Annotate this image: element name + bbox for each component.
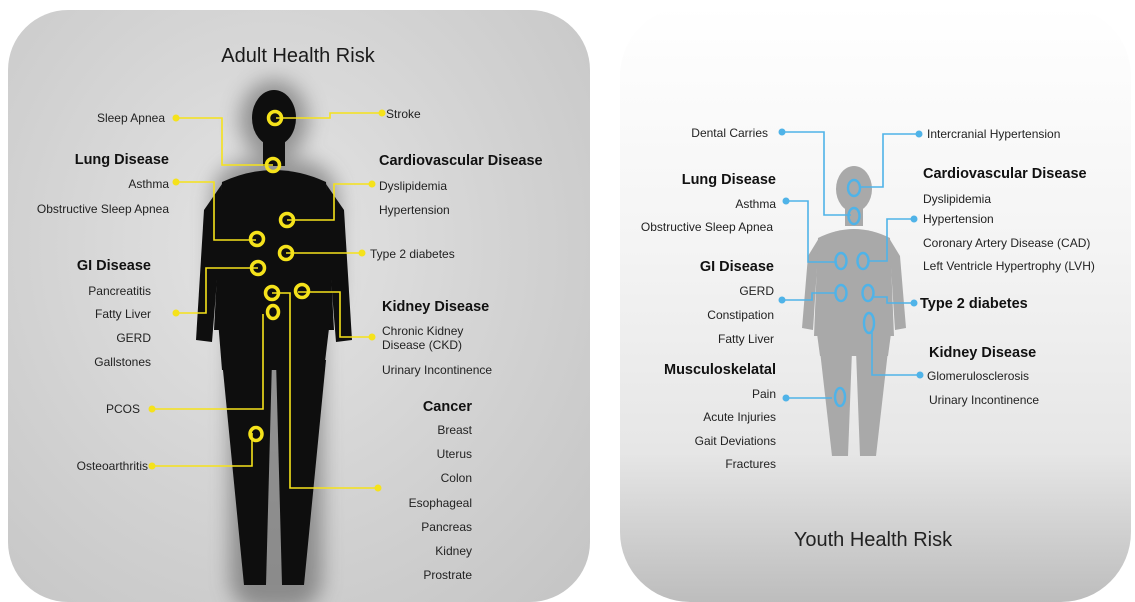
adult-label-stroke: Stroke (386, 107, 421, 121)
adult-cancer-item: Colon (441, 471, 472, 485)
youth-header-kidney-disease: Kidney Disease (929, 345, 1036, 361)
adult-label-hypertension: Hypertension (379, 203, 450, 217)
adult-title: Adult Health Risk (221, 45, 375, 67)
youth-label-glomerulosclerosis: Glomerulosclerosis (927, 369, 1029, 383)
youth-label-obstructive-sleep-apnea: Obstructive Sleep Apnea (641, 220, 773, 234)
adult-label-gallstones: Gallstones (94, 355, 151, 369)
youth-header-musculoskeletal: Musculoskelatal (664, 362, 776, 378)
adult-label-gerd: GERD (116, 331, 151, 345)
youth-label-lvh: Left Ventricle Hypertrophy (LVH) (923, 259, 1095, 273)
adult-cancer-item: Uterus (437, 447, 472, 461)
youth-label-hypertension: Hypertension (923, 212, 994, 226)
adult-header-cancer: Cancer (423, 399, 473, 415)
adult-diagram: Adult Health Risk Sleep Apnea Lung Disea… (8, 10, 590, 602)
adult-label-asthma: Asthma (128, 177, 169, 191)
youth-label-intercranial-hypertension: Intercranial Hypertension (927, 127, 1060, 141)
youth-label-gait-deviations: Gait Deviations (695, 434, 776, 448)
youth-header-gi-disease: GI Disease (700, 259, 774, 275)
youth-label-urinary-incontinence: Urinary Incontinence (929, 393, 1039, 407)
adult-cancer-item: Esophageal (409, 496, 472, 510)
adult-label-ckd-line1: Chronic Kidney (382, 324, 463, 338)
adult-header-cardiovascular-disease: Cardiovascular Disease (379, 153, 543, 169)
youth-label-fatty-liver: Fatty Liver (718, 332, 774, 346)
adult-label-osteoarthritis: Osteoarthritis (77, 459, 148, 473)
adult-health-risk-panel: Adult Health Risk Sleep Apnea Lung Disea… (8, 10, 590, 602)
adult-label-fatty-liver: Fatty Liver (95, 307, 151, 321)
youth-label-cad: Coronary Artery Disease (CAD) (923, 236, 1090, 250)
adult-label-sleep-apnea: Sleep Apnea (97, 111, 165, 125)
adult-cancer-item: Pancreas (421, 520, 472, 534)
adult-cancer-item: Prostrate (423, 568, 472, 582)
adult-label-pcos: PCOS (106, 402, 140, 416)
youth-label-fractures: Fractures (725, 457, 776, 471)
youth-label-dyslipidemia: Dyslipidemia (923, 192, 991, 206)
adult-label-ckd-line2: Disease (CKD) (382, 338, 462, 352)
adult-label-dyslipidemia: Dyslipidemia (379, 179, 447, 193)
adult-cancer-item: Breast (437, 423, 472, 437)
adult-label-urinary-incontinence: Urinary Incontinence (382, 363, 492, 377)
youth-label-asthma: Asthma (735, 197, 776, 211)
youth-diagram: Dental Carries Lung Disease Asthma Obstr… (620, 6, 1131, 602)
youth-health-risk-panel: Dental Carries Lung Disease Asthma Obstr… (620, 6, 1131, 602)
youth-label-pain: Pain (752, 387, 776, 401)
youth-label-acute-injuries: Acute Injuries (703, 410, 776, 424)
youth-title: Youth Health Risk (794, 529, 953, 551)
youth-header-cardiovascular-disease: Cardiovascular Disease (923, 166, 1087, 182)
youth-label-constipation: Constipation (707, 308, 774, 322)
youth-body-silhouette (802, 166, 906, 456)
adult-label-type2-diabetes: Type 2 diabetes (370, 247, 455, 261)
adult-label-pancreatitis: Pancreatitis (88, 284, 151, 298)
adult-header-gi-disease: GI Disease (77, 258, 151, 274)
youth-label-gerd: GERD (739, 284, 774, 298)
adult-label-obstructive-sleep-apnea: Obstructive Sleep Apnea (37, 202, 169, 216)
youth-header-type2-diabetes: Type 2 diabetes (920, 296, 1028, 312)
adult-header-kidney-disease: Kidney Disease (382, 299, 489, 315)
adult-header-lung-disease: Lung Disease (75, 152, 169, 168)
youth-label-dental-carries: Dental Carries (691, 126, 768, 140)
adult-cancer-item: Kidney (435, 544, 472, 558)
youth-header-lung-disease: Lung Disease (682, 172, 776, 188)
adult-cancer-list: Breast Uterus Colon Esophageal Pancreas … (409, 423, 473, 582)
